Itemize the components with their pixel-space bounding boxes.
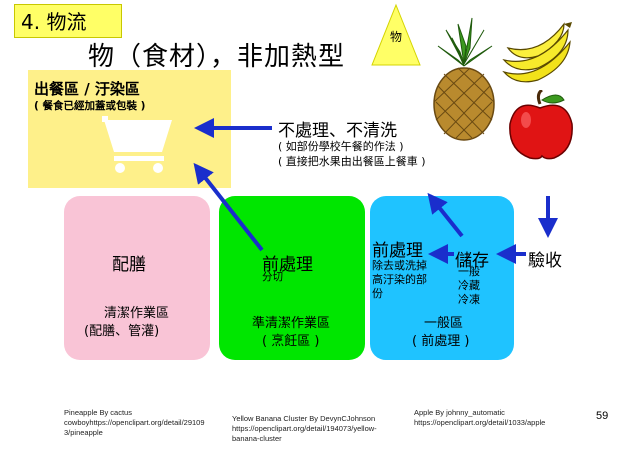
- clean-zone-sub: (配膳、管灌): [84, 324, 160, 339]
- quasi-clean-zone-name: 準清潔作業區: [252, 316, 331, 331]
- triangle-marker-icon: [371, 3, 421, 66]
- pickup-zone-subtitle: ( 餐食已經加蓋或包裝 ): [34, 100, 146, 112]
- quasi-clean-zone-desc: 分切: [262, 271, 283, 283]
- clean-zone-head: 配膳: [112, 255, 146, 275]
- storage-desc: 一般冷藏冷凍: [458, 265, 480, 306]
- note-main: 不處理、不清洗: [278, 121, 397, 141]
- credit-banana: Yellow Banana Cluster By DevynCJohnson h…: [232, 414, 377, 443]
- section-tag: 4. 物流: [14, 4, 122, 38]
- pineapple-icon: [433, 17, 495, 141]
- clean-zone-name: 清潔作業區: [104, 306, 170, 321]
- quasi-clean-zone-head: 前處理: [262, 255, 313, 275]
- receiving-label: 驗收: [528, 251, 562, 271]
- apple-icon: [509, 90, 573, 160]
- general-zone-name: 一般區: [424, 316, 464, 331]
- page-title: 物（食材），非加熱型: [88, 42, 346, 72]
- pickup-zone-title: 出餐區 / 汙染區: [34, 80, 140, 98]
- note-line-1: ( 如部份學校午餐的作法 ): [278, 140, 404, 153]
- storage-head: 儲存: [455, 251, 489, 271]
- page-number: 59: [596, 410, 609, 422]
- general-zone-sub: ( 前處理 ): [412, 334, 470, 349]
- general-zone-head: 前處理: [372, 241, 423, 261]
- banana-icon: [502, 22, 572, 83]
- quasi-clean-zone-sub: ( 烹飪區 ): [262, 334, 320, 349]
- clean-zone: [64, 196, 210, 360]
- credit-apple: Apple By johnny_automatic https://opencl…: [414, 408, 546, 427]
- triangle-label: 物: [390, 30, 403, 44]
- shopping-cart-icon: [102, 116, 172, 173]
- note-line-2: ( 直接把水果由出餐區上餐車 ): [278, 155, 426, 168]
- general-zone-desc: 除去或洗掉高汙染的部份: [372, 259, 427, 300]
- credit-pineapple: Pineapple By cactus cowboyhttps://opencl…: [64, 408, 205, 437]
